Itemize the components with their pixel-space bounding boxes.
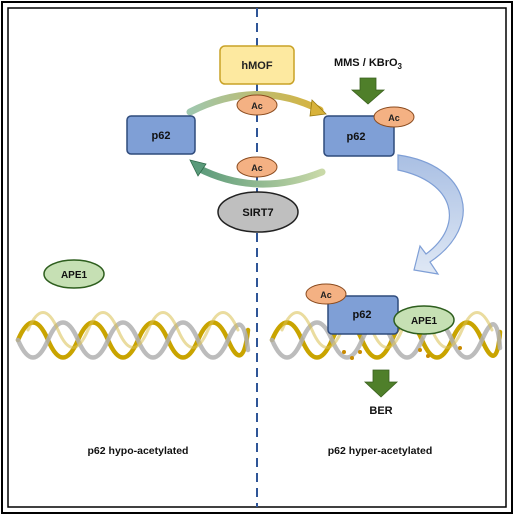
p62-label-left: p62 [152,130,171,142]
ape1-ellipse-right [393,305,455,335]
ac-label-top: Ac [251,101,263,111]
ber-arrow [363,369,399,398]
sirt7-ellipse [217,191,299,233]
deacetylation-arrowhead [189,159,207,177]
p62-label-complex: p62 [353,309,372,321]
ac-label-right: Ac [388,113,400,123]
ac-badge-top [236,94,278,116]
dna-helix-right [269,311,503,360]
ape1-label-left: APE1 [61,270,88,281]
p62-box-left [126,115,196,155]
ape1-ellipse-left [43,259,105,289]
dna-helix-left [15,311,251,360]
stimulus-arrow [350,77,386,105]
stimulus-subscript: 3 [398,62,403,71]
sirt7-label: SIRT7 [242,207,273,219]
ac-label-complex: Ac [320,290,332,300]
ac-badge-complex [305,283,347,305]
stimulus-label: MMS / KBrO3 [334,57,403,71]
acetylation-arc [186,91,324,116]
caption-left: p62 hypo-acetylated [88,445,189,457]
hmof-label: hMOF [241,60,272,72]
dna-damage-dots [342,346,462,360]
ber-label: BER [369,405,392,417]
ac-label-bottom: Ac [251,163,263,173]
deacetylation-arc [194,164,326,188]
p62-label-right: p62 [347,131,366,143]
ac-badge-bottom [236,156,278,178]
ape1-label-right: APE1 [411,316,438,327]
acetylation-arrowhead [309,99,327,117]
hmof-box [219,45,295,85]
translocation-arrow [397,154,464,275]
p62-box-right [323,115,395,157]
caption-right: p62 hyper-acetylated [328,445,432,457]
ac-badge-right [373,106,415,128]
